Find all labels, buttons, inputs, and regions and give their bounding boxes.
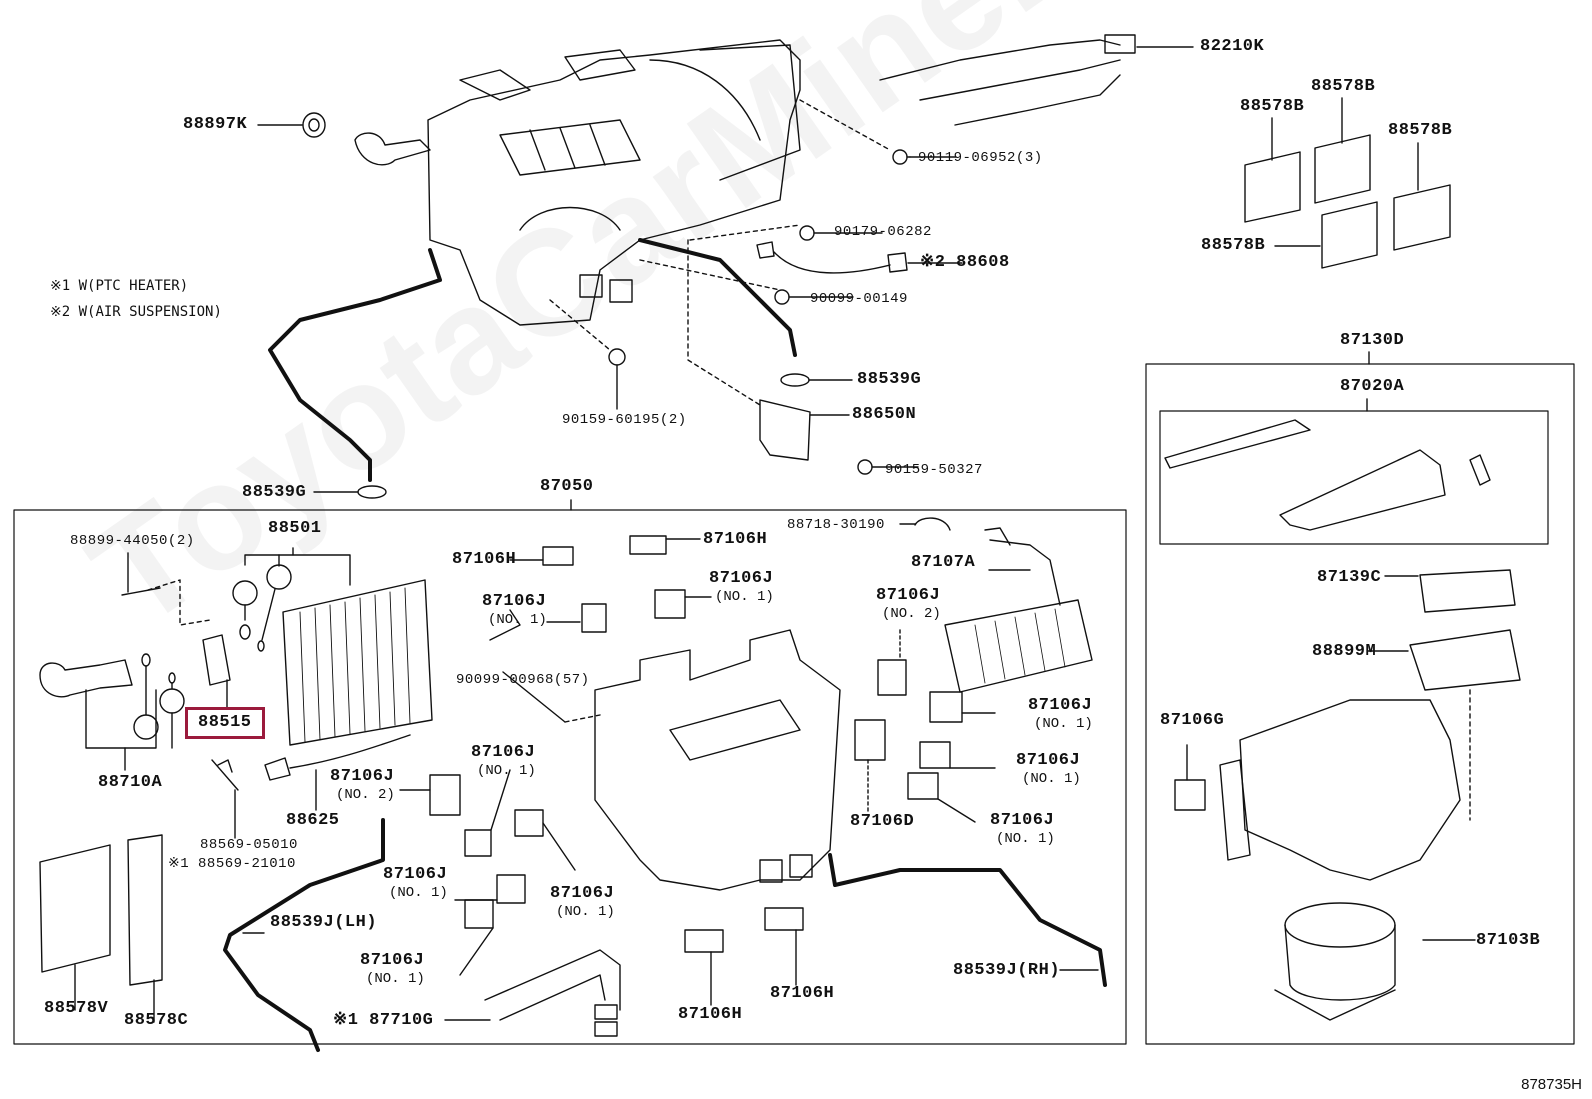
part-label-highlighted[interactable]: 88515 xyxy=(198,713,252,732)
wire-harness-drawing xyxy=(879,34,1136,126)
part-label[interactable]: 87106J(NO. 1) xyxy=(1016,752,1081,788)
footnote-2: ※2 W(AIR SUSPENSION) xyxy=(50,304,222,320)
part-label[interactable]: 90159-60195(2) xyxy=(562,412,687,428)
unit-assy-frame xyxy=(13,509,1127,1045)
part-label[interactable]: ※1 88569-21010 xyxy=(168,856,296,872)
part-variant: (NO. 1) xyxy=(488,612,547,628)
part-variant: (NO. 1) xyxy=(366,971,425,987)
part-number: 87106J xyxy=(383,865,448,884)
part-label[interactable]: 90119-06952(3) xyxy=(918,150,1043,166)
part-label[interactable]: 88539J(LH) xyxy=(270,913,378,932)
part-label[interactable]: 88650N xyxy=(852,405,917,424)
part-label[interactable]: 88578B xyxy=(1388,121,1453,140)
group-label-blower-case[interactable]: 87020A xyxy=(1340,377,1405,396)
part-number: 87106J xyxy=(550,884,615,903)
part-number: 87106J xyxy=(876,586,941,605)
figure-id: 878735H xyxy=(1521,1076,1582,1093)
group-label-unit-assy[interactable]: 87050 xyxy=(540,477,594,496)
part-label[interactable]: 90099-00149 xyxy=(810,291,908,307)
part-number: 87106J xyxy=(471,743,536,762)
heater-case-drawing xyxy=(594,629,841,891)
part-label[interactable]: 88578B xyxy=(1201,236,1266,255)
part-label[interactable]: 88718-30190 xyxy=(787,517,885,533)
part-variant: (NO. 1) xyxy=(477,763,536,779)
part-label[interactable]: 88578B xyxy=(1240,97,1305,116)
part-variant: (NO. 1) xyxy=(996,831,1055,847)
part-label[interactable]: 88569-05010 xyxy=(200,837,298,853)
part-variant: (NO. 1) xyxy=(1022,771,1081,787)
evaporator-drawing xyxy=(282,579,433,746)
part-label[interactable]: 90179-06282 xyxy=(834,224,932,240)
part-variant: (NO. 1) xyxy=(1034,716,1093,732)
part-label[interactable]: 88897K xyxy=(183,115,248,134)
part-number: 87106J xyxy=(1028,696,1093,715)
part-label[interactable]: 88625 xyxy=(286,811,340,830)
part-label[interactable]: 87106J(NO. 1) xyxy=(990,812,1055,848)
part-number: 87106J xyxy=(1016,751,1081,770)
part-label[interactable]: 88578V xyxy=(44,999,109,1018)
blower-case-frame xyxy=(1159,410,1549,545)
part-label[interactable]: 87106J(NO. 1) xyxy=(383,866,448,902)
part-label[interactable]: 87106J(NO. 1) xyxy=(550,885,615,921)
part-variant: (NO. 2) xyxy=(882,606,941,622)
part-label[interactable]: 87106H xyxy=(678,1005,743,1024)
part-number: 87106J xyxy=(360,951,425,970)
part-label[interactable]: 87107A xyxy=(911,553,976,572)
highlighted-part-box xyxy=(185,707,265,739)
part-label[interactable]: 88501 xyxy=(268,519,322,538)
part-variant: (NO. 1) xyxy=(556,904,615,920)
part-label[interactable]: ※1 87710G xyxy=(333,1011,434,1030)
part-label[interactable]: 87106J(NO. 1) xyxy=(471,744,536,780)
part-number: 87106J xyxy=(709,569,774,588)
part-label[interactable]: 88539J(RH) xyxy=(953,961,1061,980)
part-label[interactable]: 82210K xyxy=(1200,37,1265,56)
part-label[interactable]: ※2 88608 xyxy=(920,253,1010,272)
heater-unit-top-drawing xyxy=(268,39,801,482)
part-number: 87106J xyxy=(990,811,1055,830)
footnote-1: ※1 W(PTC HEATER) xyxy=(50,278,189,294)
part-label[interactable]: 87106H xyxy=(703,530,768,549)
part-label[interactable]: 87106D xyxy=(850,812,915,831)
part-label[interactable]: 88710A xyxy=(98,773,163,792)
part-variant: (NO. 2) xyxy=(336,787,395,803)
part-label[interactable]: 87106J(NO. 1) xyxy=(1028,697,1093,733)
part-label[interactable]: 88578C xyxy=(124,1011,189,1030)
part-number: 87106J xyxy=(482,592,547,611)
part-label[interactable]: 87106J(NO. 2) xyxy=(876,587,941,623)
part-label[interactable]: 87106J(NO. 1) xyxy=(709,570,774,606)
part-label[interactable]: 88899M xyxy=(1312,642,1377,661)
part-label[interactable]: 88899-44050(2) xyxy=(70,533,195,549)
part-label[interactable]: 87106J(NO. 2) xyxy=(330,768,395,804)
blower-assy-frame xyxy=(1145,363,1575,1045)
part-label[interactable]: 87106H xyxy=(770,984,835,1003)
part-label[interactable]: 87106G xyxy=(1160,711,1225,730)
part-label[interactable]: 90159-50327 xyxy=(885,462,983,478)
part-label[interactable]: 90099-00968(57) xyxy=(456,672,590,688)
part-variant: (NO. 1) xyxy=(389,885,448,901)
part-label[interactable]: 87106J(NO. 1) xyxy=(482,593,547,629)
part-label[interactable]: 88539G xyxy=(242,483,307,502)
part-label[interactable]: 88539G xyxy=(857,370,922,389)
part-label[interactable]: 87139C xyxy=(1317,568,1382,587)
part-label[interactable]: 87103B xyxy=(1476,931,1541,950)
group-label-blower-assy[interactable]: 87130D xyxy=(1340,331,1405,350)
part-label[interactable]: 87106J(NO. 1) xyxy=(360,952,425,988)
part-variant: (NO. 1) xyxy=(715,589,774,605)
part-number: 87106J xyxy=(330,767,395,786)
part-label[interactable]: 88578B xyxy=(1311,77,1376,96)
part-label[interactable]: 87106H xyxy=(452,550,517,569)
